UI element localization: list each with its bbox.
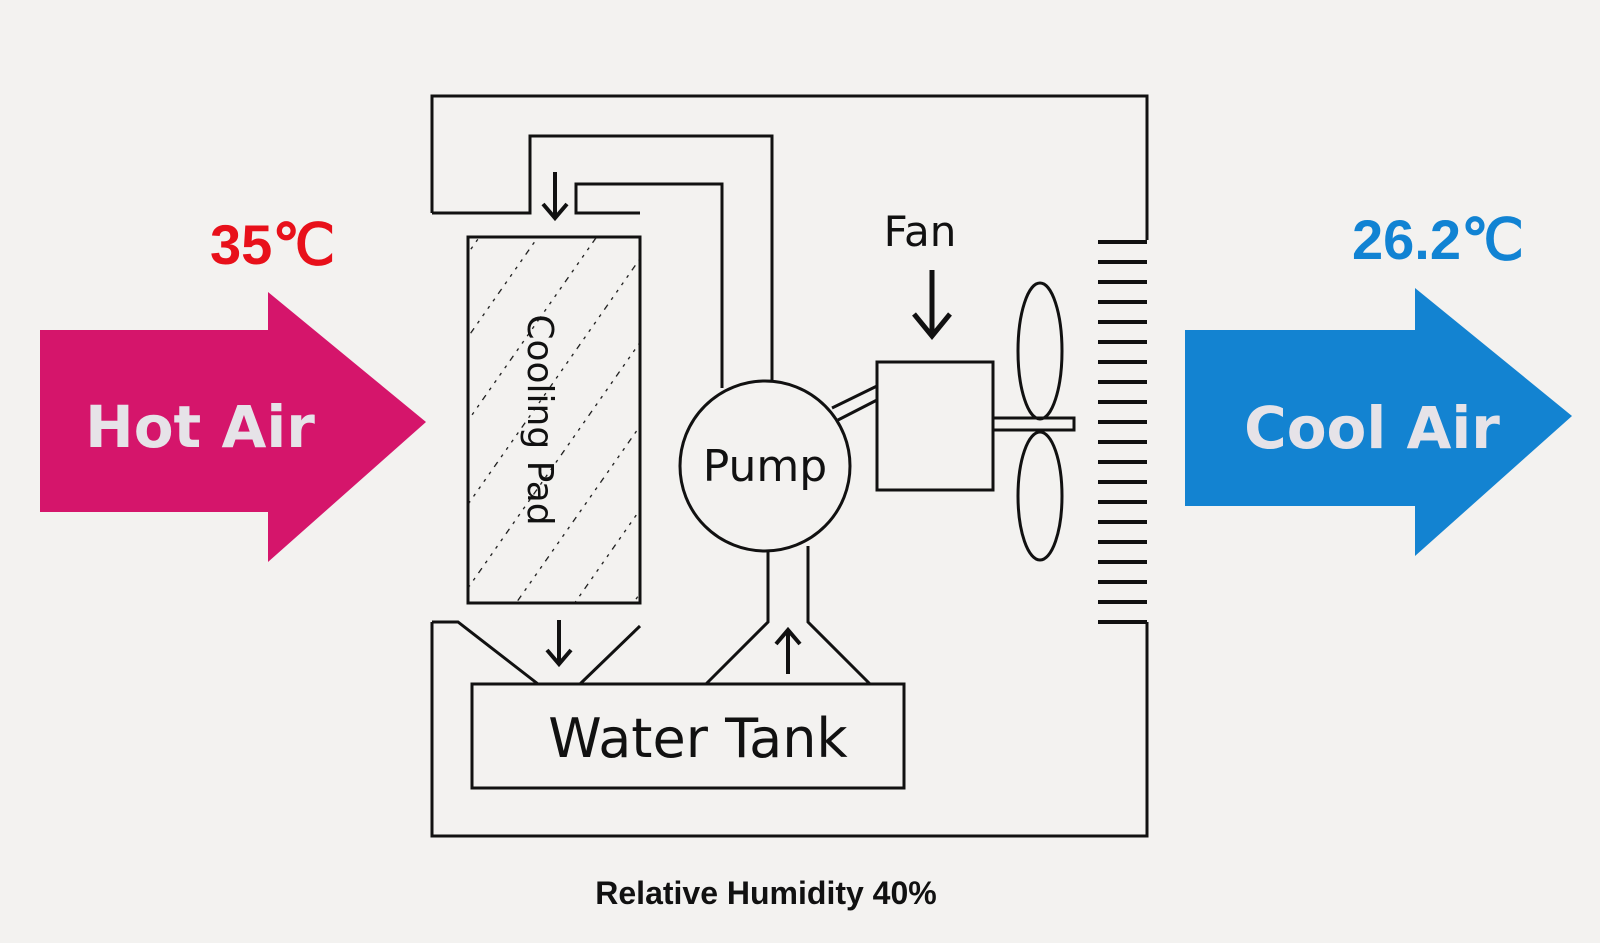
hot-air-arrow: Hot Air — [40, 292, 426, 562]
outlet-temperature: 26.2℃ — [1352, 208, 1524, 271]
water-tank-body — [470, 682, 906, 790]
drip-arrow-down-icon — [541, 172, 569, 222]
supply-pipe — [432, 134, 774, 388]
fan-blade-top — [1016, 281, 1064, 421]
fan-arrow-down-icon — [912, 270, 952, 340]
hot-air-label: Hot Air — [85, 393, 315, 461]
outlet-grille — [1098, 240, 1147, 624]
cool-air-label: Cool Air — [1244, 394, 1500, 462]
fan-motor — [875, 360, 995, 492]
cooling-pad-label: Cooling Pad — [519, 314, 560, 525]
pump-body — [678, 379, 852, 553]
fan-blade-bottom — [1016, 430, 1064, 562]
humidity-caption: Relative Humidity 40% — [595, 875, 936, 911]
inlet-temperature: 35℃ — [210, 213, 335, 276]
intake-arrow-up-icon — [774, 626, 802, 674]
water-tank-label: Water Tank — [548, 707, 848, 770]
hot-air-arrow-shape — [40, 292, 426, 562]
water-tank: Water Tank — [470, 682, 906, 790]
cooling-pad: Cooling Pad — [466, 235, 642, 605]
pump: Pump — [678, 379, 852, 553]
fan-shaft — [991, 416, 1076, 432]
housing — [430, 94, 1149, 838]
motor-link — [831, 384, 878, 422]
housing-outline-top — [430, 94, 1149, 240]
cool-air-arrow-shape — [1185, 288, 1572, 556]
intake-pipe — [704, 546, 872, 686]
housing-outline-bottom — [430, 622, 1149, 838]
cooling-pad-frame — [466, 235, 642, 605]
collection-funnel — [432, 620, 642, 686]
fan-blades — [991, 281, 1076, 562]
drain-arrow-down-icon — [545, 620, 573, 668]
fan-label: Fan — [884, 207, 957, 256]
cool-air-arrow: Cool Air — [1185, 288, 1572, 556]
pump-label: Pump — [703, 441, 827, 492]
